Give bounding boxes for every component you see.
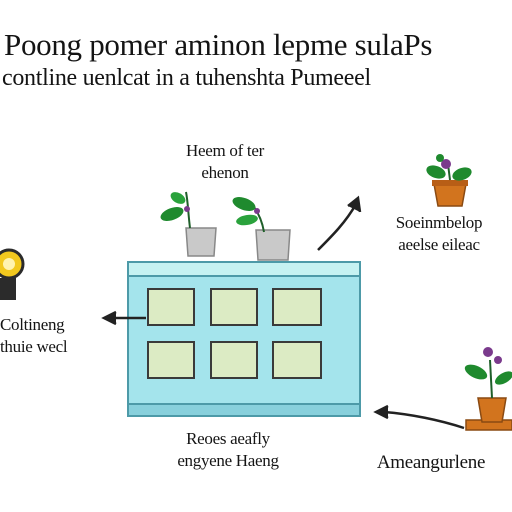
- label-line: Coltineng: [0, 315, 65, 334]
- label-line: Heem of ter: [186, 141, 264, 160]
- label-rooftop: Heem of ter ehenon: [150, 140, 300, 184]
- title-line-2: contline uenlcat in a tuhenshta Pumeeel: [2, 65, 371, 91]
- label-line: Soeinmbelop: [395, 213, 483, 232]
- window: [272, 288, 322, 326]
- window: [147, 341, 195, 379]
- building-base: [127, 403, 361, 417]
- label-top-right: Soeinmbelop aeelse eileac: [366, 212, 512, 256]
- arrow-icon: [317, 195, 362, 251]
- plant-pot-icon: [426, 154, 472, 207]
- building-wall: [127, 261, 361, 405]
- plant-pot-icon: [464, 347, 512, 431]
- window: [147, 288, 195, 326]
- arrow-icon: [101, 310, 146, 326]
- arrow-icon: [373, 404, 465, 430]
- roof-planter-left: [160, 191, 217, 257]
- window: [210, 288, 258, 326]
- label-line: thuie wecl: [0, 337, 68, 356]
- label-line: ehenon: [201, 163, 249, 182]
- building: [127, 261, 361, 417]
- roof-planter-right: [232, 197, 291, 261]
- window: [210, 341, 258, 379]
- label-line: Reoes aeafly: [186, 429, 270, 448]
- building-roof: [127, 261, 361, 277]
- window-grid: [147, 288, 322, 379]
- label-bottom-right: Ameangurlene: [376, 452, 486, 473]
- label-line: aeelse eileac: [398, 235, 480, 254]
- label-bottom-center: Reoes aeafly engyene Haeng: [140, 428, 316, 472]
- title-line-1: Poong pomer aminon lepme sulaPs: [4, 27, 433, 62]
- label-left: Coltineng thuie wecl: [0, 314, 104, 358]
- label-line: engyene Haeng: [177, 451, 279, 470]
- window: [272, 341, 322, 379]
- light-bulb-icon: [0, 248, 25, 300]
